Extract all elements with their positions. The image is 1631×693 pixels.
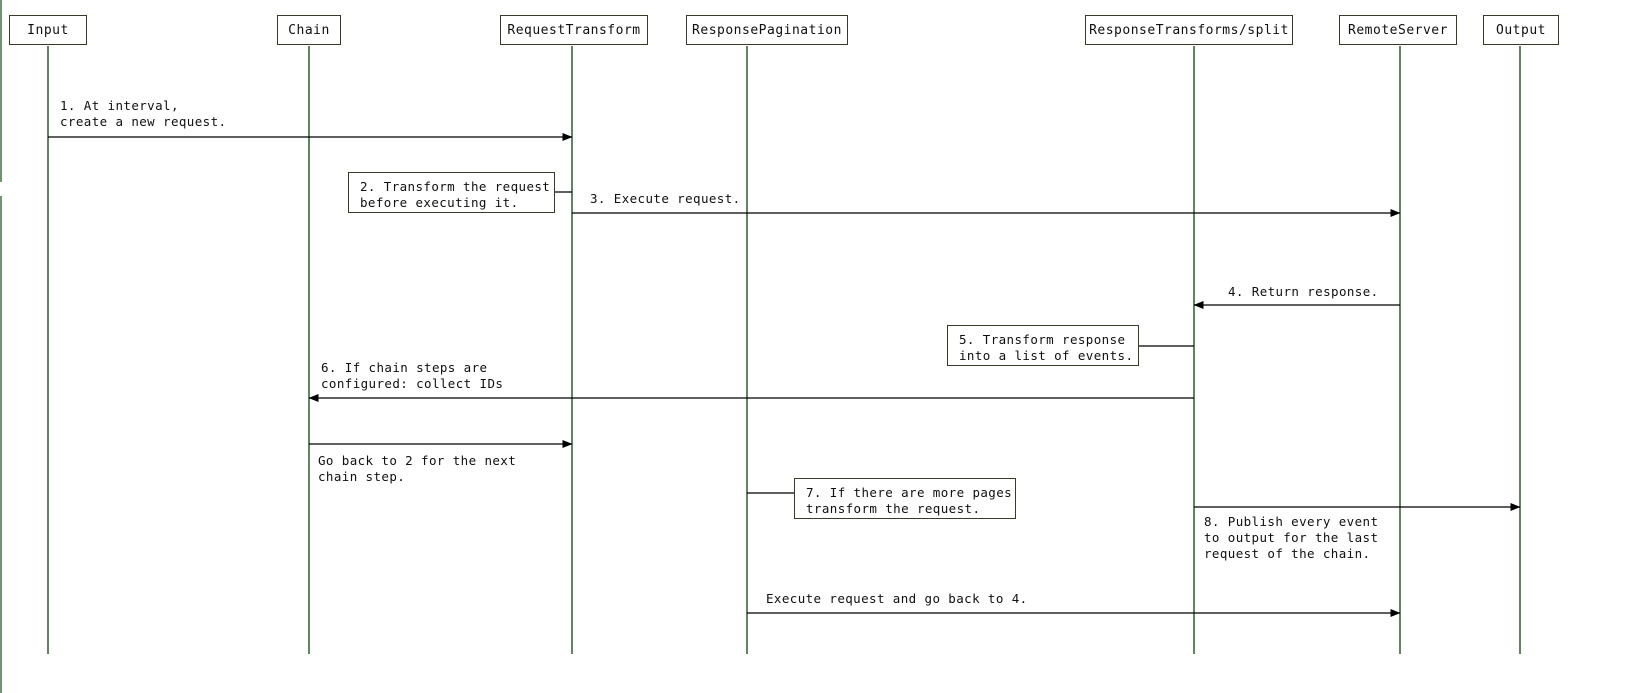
participant-chain[interactable]: Chain	[277, 15, 341, 45]
participant-label: Output	[1496, 22, 1546, 38]
message-label-msg-execute-go-back-4: Execute request and go back to 4.	[766, 591, 1028, 606]
participant-response_pagination[interactable]: ResponsePagination	[686, 15, 848, 45]
message-arrows-group	[48, 133, 1521, 617]
note-connectors-group	[555, 191, 1194, 494]
message-label-msg-1: 1. At interval, create a new request.	[60, 98, 227, 129]
participant-input[interactable]: Input	[9, 15, 87, 45]
note-note-2: 2. Transform the request before executin…	[348, 172, 555, 213]
message-label-msg-4: 4. Return response.	[1228, 284, 1379, 299]
message-label-msg-6: 6. If chain steps are configured: collec…	[321, 360, 504, 391]
message-label-msg-3: 3. Execute request.	[590, 191, 741, 206]
participant-label: RemoteServer	[1348, 22, 1448, 38]
note-note-7: 7. If there are more pages transform the…	[794, 478, 1016, 519]
participant-output[interactable]: Output	[1483, 15, 1559, 45]
participant-label: ResponseTransforms/split	[1089, 22, 1289, 38]
participant-remote_server[interactable]: RemoteServer	[1339, 15, 1457, 45]
participant-label: Input	[27, 22, 69, 38]
lifelines-group	[47, 46, 1521, 654]
participant-request_transform[interactable]: RequestTransform	[500, 15, 648, 45]
participant-label: ResponsePagination	[692, 22, 842, 38]
message-label-msg-8: 8. Publish every event to output for the…	[1204, 514, 1379, 561]
note-note-5: 5. Transform response into a list of eve…	[947, 325, 1139, 366]
participant-response_transforms_split[interactable]: ResponseTransforms/split	[1085, 15, 1293, 45]
participant-label: RequestTransform	[507, 22, 641, 38]
message-label-msg-go-back-2: Go back to 2 for the next chain step.	[318, 453, 517, 484]
participant-label: Chain	[288, 22, 330, 38]
